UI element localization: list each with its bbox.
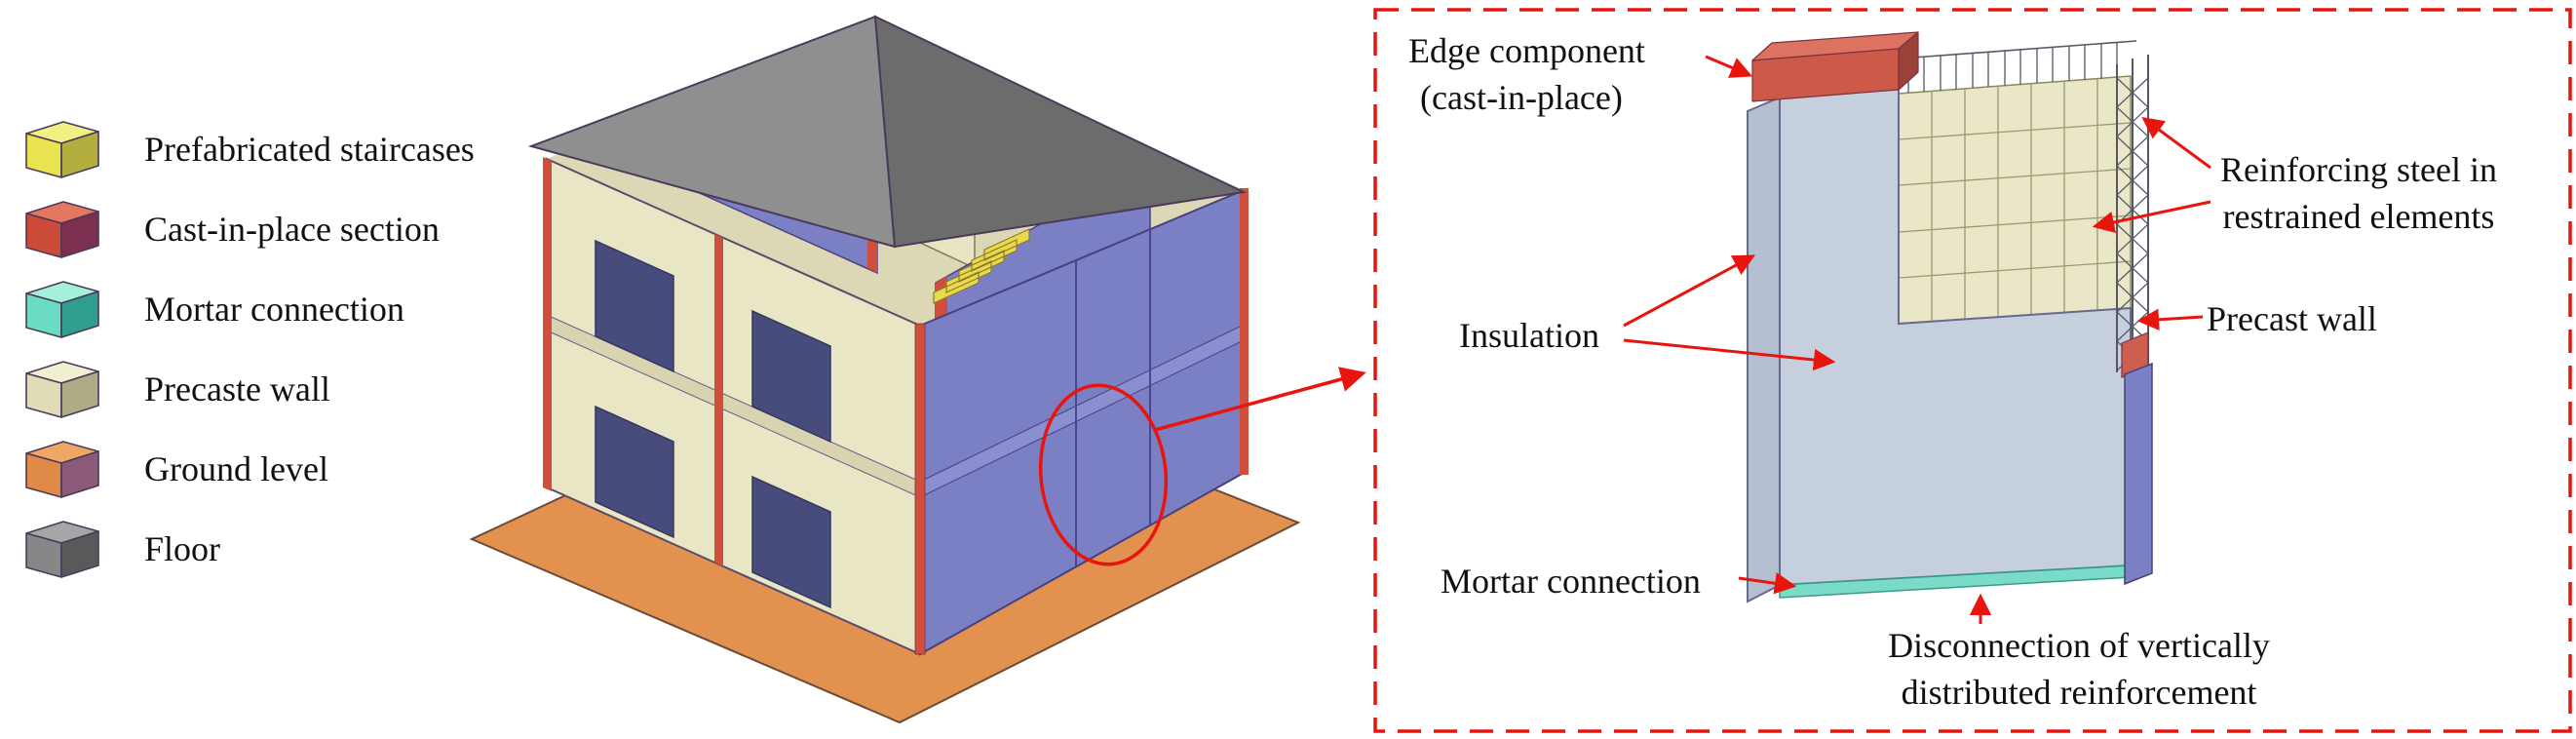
panel-joint-lines [1075,229,1151,566]
legend-item-label: Prefabricated staircases [144,130,475,169]
callout-arrow [1154,367,1366,432]
reinforcement-mesh [1898,79,2132,322]
legend-item-mortar-connection: Mortar connection [13,269,475,349]
reinforcing-steel-label-line1: Reinforcing steel in [2220,150,2497,189]
arrow-mortar [1738,572,1797,595]
arrow-edge-component [1705,55,1753,78]
annotation-arrows [1623,55,2211,624]
cast-in-place-strip-front-corner [914,323,926,655]
disconnection-label-line2: distributed reinforcement [1901,673,2257,712]
facade-left-windows [595,239,831,609]
arrow-insulation-2 [1623,338,1836,371]
arrow-insulation-1 [1623,254,1755,328]
disconnection-label-line1: Disconnection of vertically [1888,626,2270,665]
edge-component-label-line1: Edge component [1408,31,1645,70]
callout-ellipse [1038,383,1169,566]
legend-item-ground-level: Ground level [13,429,475,509]
arrow-precast-wall [2136,308,2204,331]
detail-dashed-border [1373,8,2572,733]
arrow-reinforcing-2 [2092,200,2211,234]
legend-cube-icon [25,521,99,578]
legend-item-prefabricated-staircases: Prefabricated staircases [13,109,475,189]
window-upper-left [595,239,674,373]
legend: Prefabricated staircases Cast-in-place s… [13,109,475,589]
legend-cube-icon [25,441,99,498]
window-lower-left [595,405,674,539]
insulation-label: Insulation [1459,316,1599,355]
cast-in-place-strip-right-corner [1240,188,1249,475]
edge-component-label: Edge component (cast-in-place) [1408,27,1645,121]
disconnection-label: Disconnection of vertically distributed … [1850,622,2308,716]
edge-component-label-line2: (cast-in-place) [1420,78,1623,117]
legend-item-label: Precaste wall [144,370,330,408]
legend-item-label: Ground level [144,449,328,488]
precast-wall-mesh-area [1898,75,2132,325]
staircase-steps [933,228,1030,304]
precast-edge-column [2124,362,2153,586]
window-lower-right [751,475,831,609]
reinforcing-steel-label-line2: restrained elements [2222,197,2495,236]
legend-item-precaste-wall: Precaste wall [13,349,475,429]
edge-component-cap-side [1898,31,1919,91]
insulation-edge [1747,96,1781,603]
legend-item-label: Floor [144,529,221,568]
mortar-connection-label: Mortar connection [1441,562,1701,601]
building-illustration [469,15,1366,724]
roof-right-face [873,15,1248,249]
legend-item-cast-in-place-section: Cast-in-place section [13,189,475,269]
legend-cube-icon [25,281,99,338]
legend-item-label: Cast-in-place section [144,210,440,249]
precast-wall-label: Precast wall [2207,299,2377,338]
edge-component-cap [1751,31,1919,102]
legend-item-floor: Floor [13,509,475,589]
legend-cube-icon [25,201,99,258]
arrow-reinforcing-1 [2141,117,2211,170]
wall-detail-illustration [1373,8,2572,733]
cast-in-place-strip-left-corner [543,157,552,491]
stirrup-row [1900,40,2137,93]
reinforcing-steel-label: Reinforcing steel in restrained elements [2198,146,2519,240]
cast-in-place-strip-mid [714,234,723,566]
window-upper-right [751,309,831,444]
legend-cube-icon [25,361,99,418]
legend-cube-icon [25,121,99,178]
legend-item-label: Mortar connection [144,290,404,329]
